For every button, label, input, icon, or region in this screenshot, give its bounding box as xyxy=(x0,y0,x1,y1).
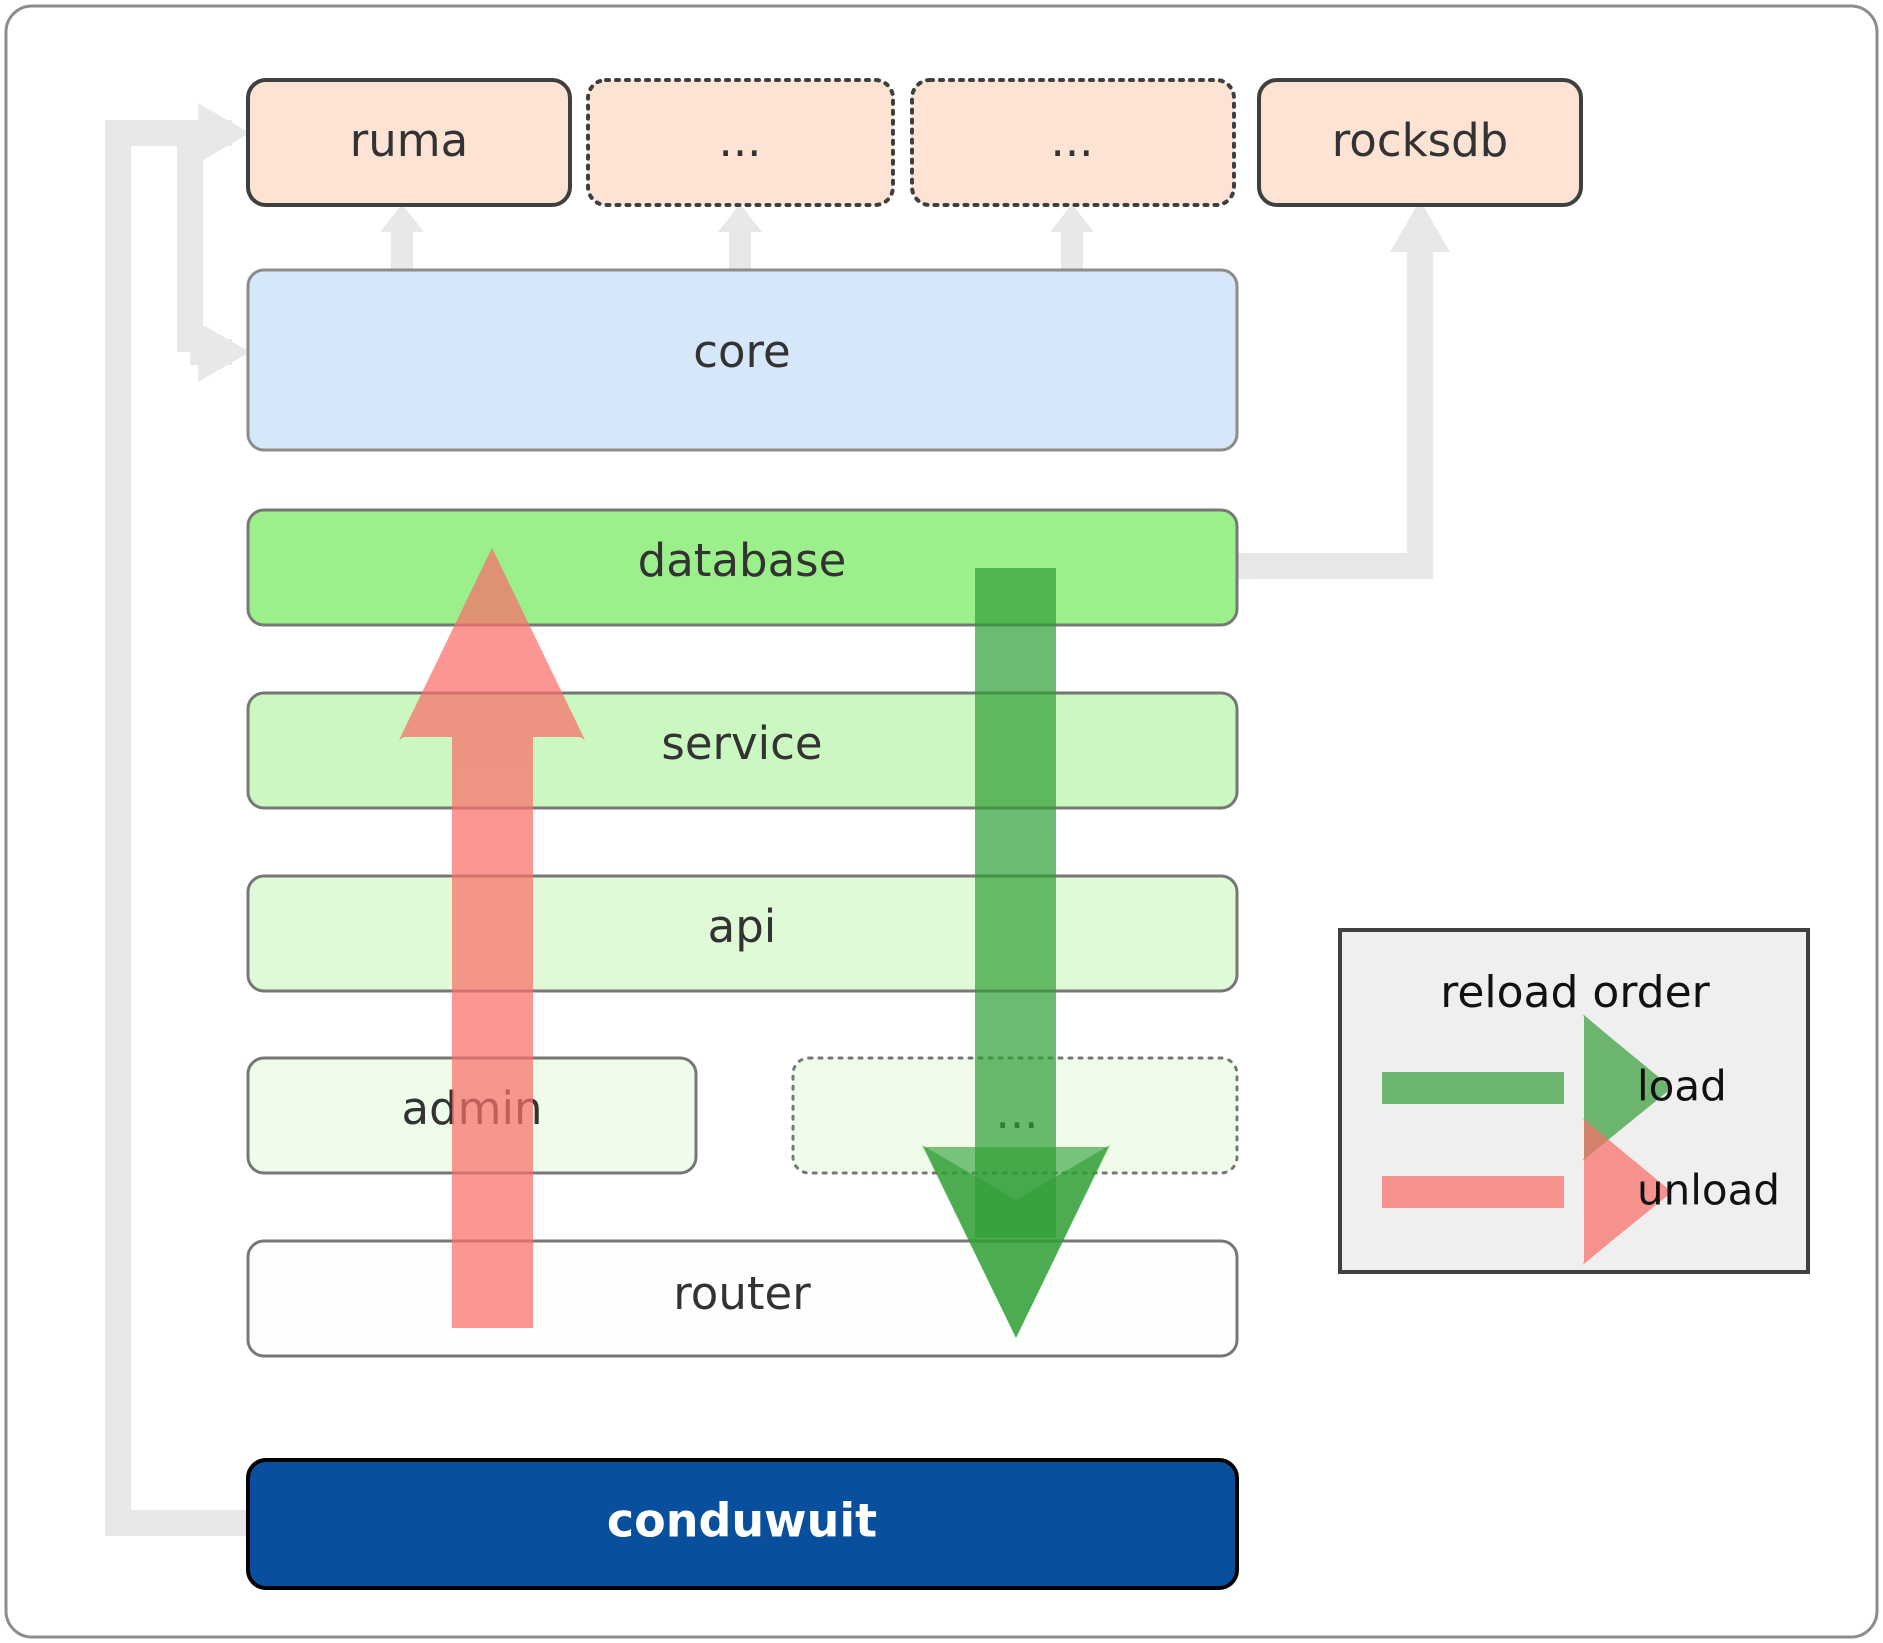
legend-label-load: load xyxy=(1637,1062,1727,1111)
connector-arrowhead-rocksdb xyxy=(1390,200,1450,252)
legend-title: reload order xyxy=(1440,967,1710,1018)
connector-conduwuit-bracket xyxy=(105,103,250,1536)
external-crate-label: ruma xyxy=(350,114,468,167)
load-arrow-shaft xyxy=(975,568,1056,1238)
layer-core[interactable]: core xyxy=(246,268,1239,452)
legend-unload-wing xyxy=(1582,1118,1672,1265)
legend-load-wing xyxy=(1582,1014,1672,1161)
layer-label: database xyxy=(638,534,847,587)
connector-arrowhead-core xyxy=(198,322,250,382)
load-arrow-wing xyxy=(922,1145,1110,1338)
layer-database[interactable]: database xyxy=(246,508,1239,627)
legend-load-shaft xyxy=(1382,1072,1564,1104)
external-crate-label: ... xyxy=(719,114,762,167)
external-crate-rocksdb[interactable]: rocksdb xyxy=(1257,78,1583,207)
binary-conduwuit[interactable]: conduwuit xyxy=(246,1458,1239,1590)
connector-core-to-ruma xyxy=(380,204,424,270)
layer-label: service xyxy=(661,717,822,770)
unload-arrow-wing xyxy=(399,548,585,740)
legend-entry-unload: unload xyxy=(1382,1118,1780,1265)
connector-database-to-rocksdb xyxy=(1237,200,1450,579)
external-crate-ruma[interactable]: ruma xyxy=(246,78,572,207)
connector-arrowhead-ruma xyxy=(198,103,250,163)
external-crate-label: rocksdb xyxy=(1332,114,1508,167)
layer-service[interactable]: service xyxy=(246,691,1239,810)
layer-label: core xyxy=(693,325,790,378)
layer-label: api xyxy=(708,900,777,953)
unload-arrow-shaft xyxy=(452,640,533,1328)
legend-entry-load: load xyxy=(1382,1014,1727,1161)
legend-label-unload: unload xyxy=(1637,1166,1780,1215)
binary-label: conduwuit xyxy=(607,1494,877,1548)
legend-panel: reload order load unload xyxy=(1338,928,1810,1274)
connector-core-to-ext1 xyxy=(718,204,762,270)
legend-unload-head xyxy=(1584,1119,1670,1264)
layer-api[interactable]: api xyxy=(246,874,1239,993)
connector-core-to-ext2 xyxy=(1050,204,1094,270)
diagram-frame xyxy=(4,4,1879,1639)
flow-arrow-load xyxy=(922,568,1110,1338)
layer-router[interactable]: router xyxy=(246,1239,1239,1358)
flow-arrow-unload xyxy=(399,548,585,1328)
external-crate-ext2[interactable]: ... xyxy=(910,78,1236,207)
legend-unload-shaft xyxy=(1382,1176,1564,1208)
layer-label: router xyxy=(673,1267,811,1320)
external-crate-label: ... xyxy=(1051,114,1094,167)
legend-load-head xyxy=(1584,1015,1670,1160)
external-crate-ext1[interactable]: ... xyxy=(586,78,895,207)
connector-core-to-externals xyxy=(380,204,1094,270)
